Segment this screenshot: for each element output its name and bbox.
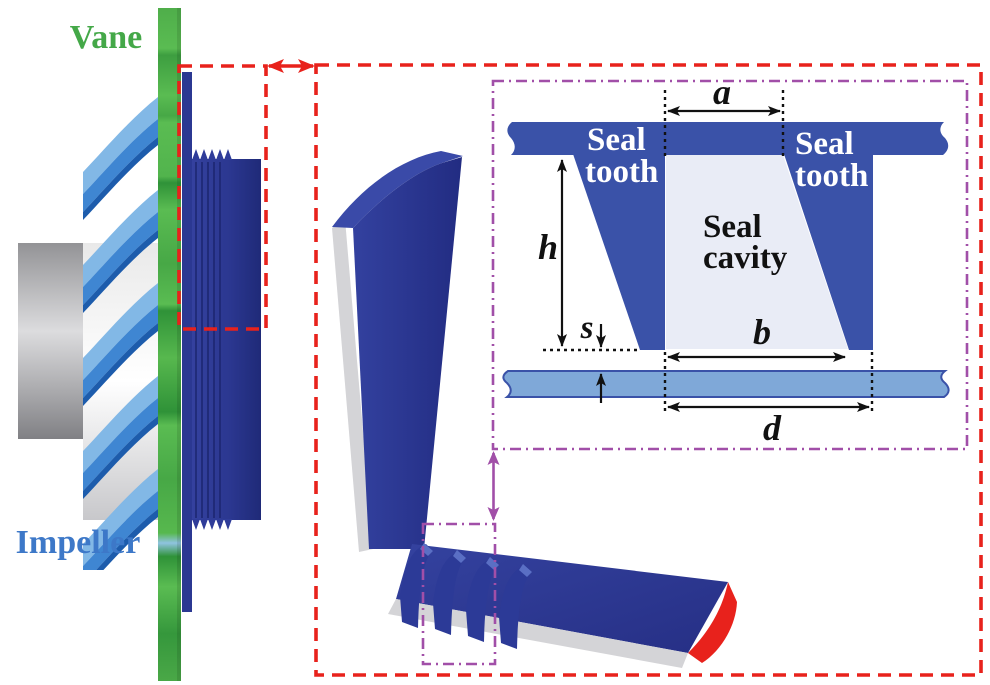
seal-cavity-region [666, 155, 848, 349]
impeller-blade [83, 283, 158, 406]
impeller-blade [83, 190, 158, 313]
seal-region-highlight-box [177, 64, 268, 331]
vane-strip-edge [177, 8, 181, 681]
seal-wall-top-face [332, 151, 463, 228]
seal-geometry-inset-box [491, 79, 969, 451]
vane-label: Vane [70, 19, 142, 56]
seal-end-face-red [688, 582, 737, 663]
seal-tooth-left-shape [573, 154, 665, 350]
dim-a-label: a [713, 72, 731, 112]
seal-tooth-right-label-line1: Seal [795, 126, 854, 162]
seal-groove-lines [195, 162, 221, 518]
seal-cavity-label-line1: Seal [703, 209, 762, 245]
seal-3d-model [332, 151, 737, 668]
dimension-arrows [557, 106, 870, 412]
seal-teeth-3d [400, 543, 532, 649]
impeller-label: Impeller [16, 524, 141, 561]
seal-wall [353, 157, 462, 549]
impeller-blade [83, 97, 158, 220]
teeth-highlight-box [421, 522, 497, 666]
stator-band [507, 122, 949, 155]
seal-detail-box [314, 63, 983, 677]
seal-teeth-edge-bottom [192, 519, 232, 530]
impeller-blade [83, 469, 158, 570]
rotor-band [502, 370, 950, 398]
impeller-hub [18, 243, 84, 439]
balance-drum-seal-block [182, 72, 261, 612]
impeller-assembly-model [18, 8, 261, 681]
dim-d-label: d [763, 408, 782, 448]
seal-tooth-right-shape [784, 154, 873, 350]
impeller-blade [83, 376, 158, 499]
dim-h-label: h [538, 227, 558, 267]
seal-base-gray-face [388, 599, 688, 668]
seal-tooth-left-label-line2: tooth [585, 154, 658, 190]
seal-geometry-inset: Seal tooth Seal tooth Seal cavity a h s … [502, 72, 950, 448]
seal-tooth-right-label-line2: tooth [795, 158, 868, 194]
impeller-blades [83, 97, 158, 570]
dim-b-label: b [753, 312, 771, 352]
seal-wall-gray-edge [332, 219, 373, 552]
seal-tooth-left-label-line1: Seal [587, 122, 646, 158]
seal-teeth-edge-top [192, 149, 232, 160]
seal-cavity-label-line2: cavity [703, 240, 788, 276]
vane-strip [158, 8, 181, 681]
dim-s-label: s [580, 310, 594, 346]
construction-dotted-lines [543, 90, 874, 411]
